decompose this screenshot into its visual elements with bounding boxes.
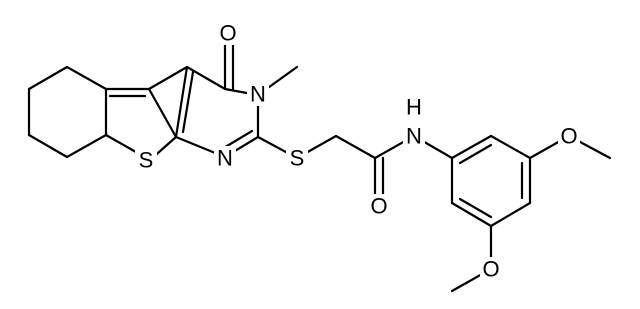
bond (181, 70, 195, 134)
bond (185, 65, 227, 91)
bond (334, 134, 377, 160)
atom-label: O (219, 21, 236, 46)
bond (450, 201, 493, 228)
atom-n-ring: N (214, 146, 236, 171)
bond (27, 65, 69, 91)
atom-o-carbonyl: O (217, 21, 239, 46)
bond (27, 133, 69, 159)
atom-s-thiophene: S (135, 148, 157, 173)
atom-label: O (482, 257, 499, 282)
atom-label: S (290, 146, 305, 171)
bond (450, 134, 493, 160)
atom-label: H (406, 95, 422, 120)
bond (65, 65, 108, 91)
bond (174, 65, 189, 139)
bond (147, 87, 178, 139)
bond (458, 143, 493, 165)
atom-o-methoxy-top: O (558, 124, 580, 149)
atom-label: N (250, 82, 266, 107)
atom-n-amide: N (403, 124, 425, 149)
atom-label: N (217, 146, 233, 171)
atom-s-thioether: S (286, 146, 308, 171)
atom-o-methoxy-bottom: O (480, 257, 502, 282)
bond (458, 197, 493, 219)
atom-n-methyl: N (247, 82, 269, 107)
bond (65, 133, 108, 159)
bond (147, 65, 189, 91)
atom-label: O (370, 194, 387, 219)
bond (489, 134, 532, 160)
atom-label: O (560, 124, 577, 149)
atom-label: S (139, 148, 154, 173)
atom-label: N (406, 124, 422, 149)
atom-h-amide: H (403, 95, 425, 120)
atom-o-amide: O (368, 194, 390, 219)
bond-layer (27, 38, 612, 293)
label-layer: O N N S S O N H (135, 21, 580, 282)
bond (489, 201, 532, 228)
